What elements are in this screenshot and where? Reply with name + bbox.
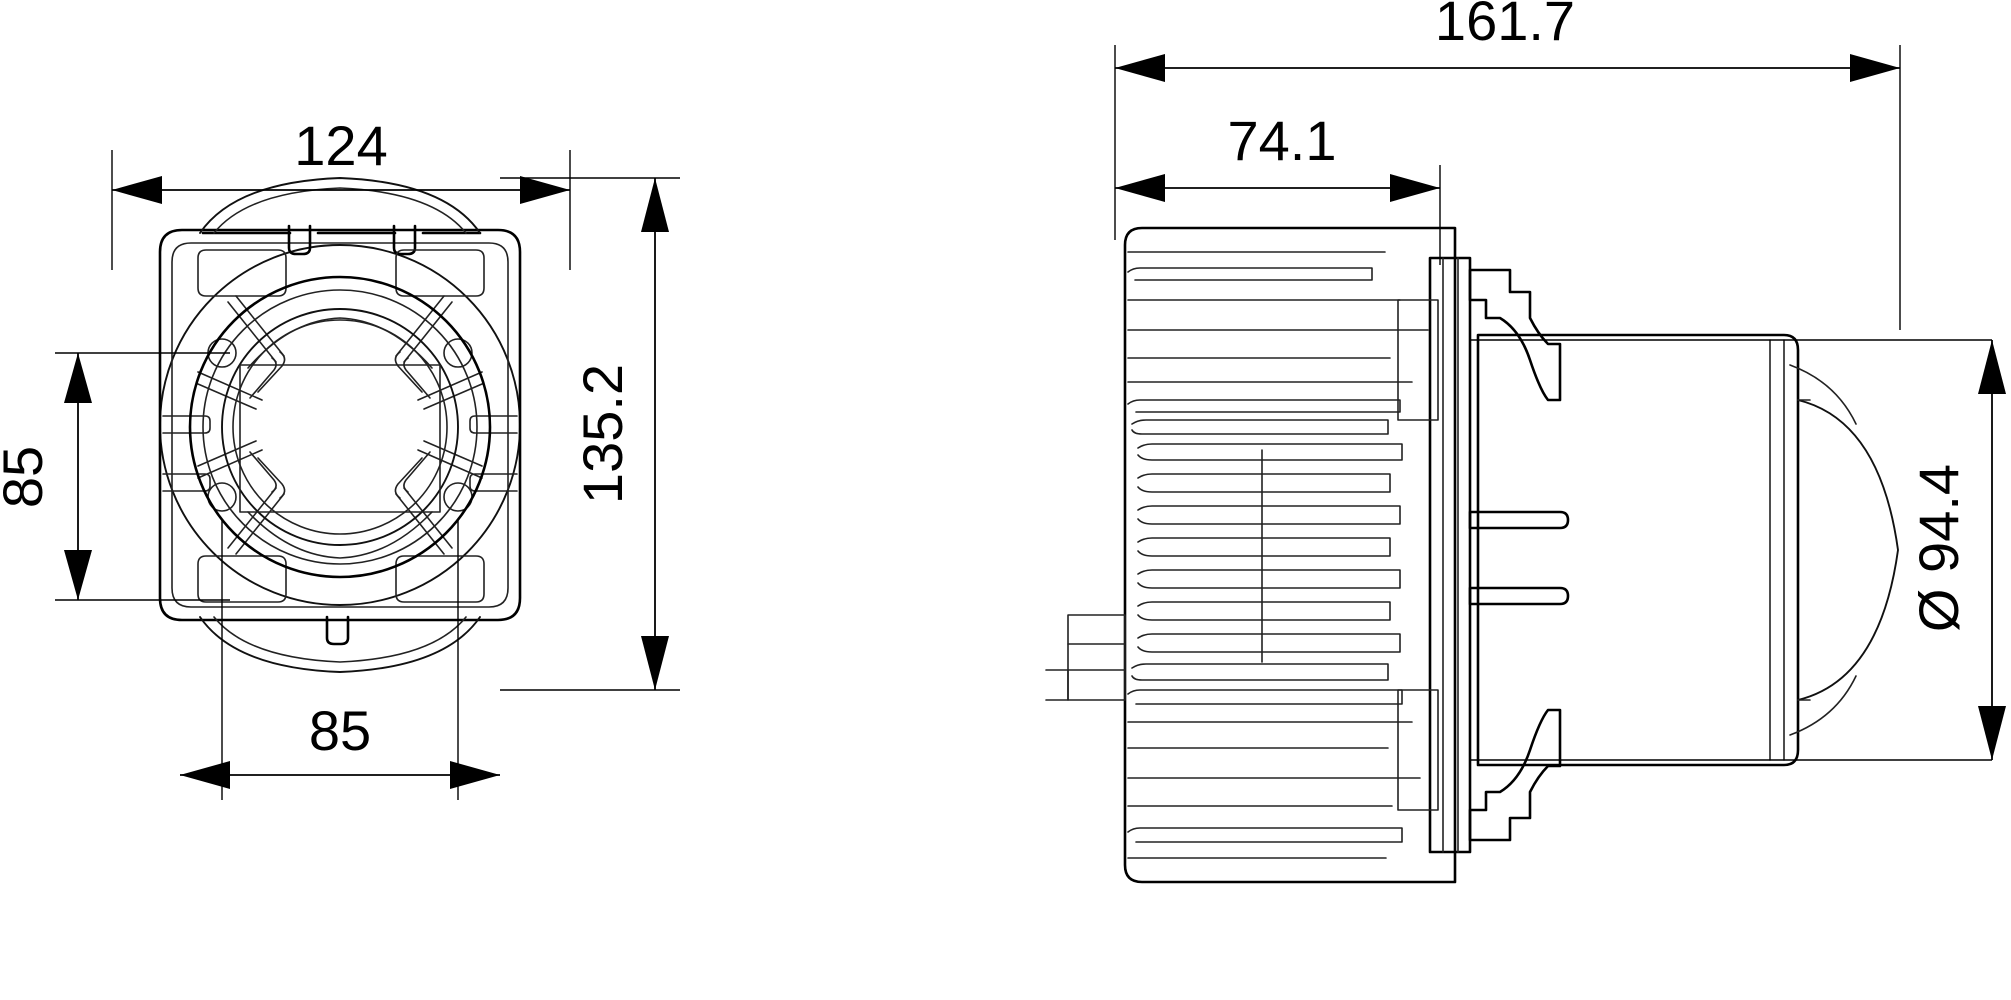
fin-15: [1137, 633, 1401, 653]
bottom-locating-tab: [325, 615, 350, 646]
aperture-bottom-arc: [247, 511, 433, 559]
rear-connector-nub: [1045, 669, 1069, 701]
lens-ring-middle-inner: [232, 319, 448, 535]
retaining-tab-lower: [1468, 586, 1570, 606]
rib-bl-a4: [249, 451, 277, 493]
fin-09: [1137, 443, 1403, 461]
mounting-flange-plate: [1428, 256, 1472, 854]
cooling-fins-group: [1127, 251, 1429, 859]
clip-serration-upper: [1468, 268, 1562, 402]
fin-02: [1127, 267, 1373, 281]
rib-bl-b1: [197, 449, 263, 479]
screw-hole-top-right: [443, 338, 473, 368]
rib-tr-a2: [403, 301, 453, 363]
rib-tr-a1: [395, 295, 445, 357]
rib-br-a4: [403, 451, 431, 493]
arrow-161-left: [1115, 54, 1165, 82]
fin-10: [1137, 473, 1391, 493]
flange-pad-lower: [1397, 689, 1439, 811]
fin-17: [1127, 689, 1403, 705]
arrow-85v-bottom: [64, 550, 92, 600]
fin-14: [1137, 601, 1391, 621]
fin-08: [1131, 419, 1389, 435]
rib-tr-b2: [423, 383, 483, 410]
rib-tl-a3: [257, 351, 286, 393]
arrow-74-right: [1390, 174, 1440, 202]
vent-slot-right-upper: [469, 415, 518, 434]
top-locating-tab-left: [287, 224, 312, 256]
dim-label-diameter-94-4: Ø 94.4: [1907, 464, 1970, 632]
arrow-135-bottom: [641, 636, 669, 690]
dim-label-124: 124: [294, 114, 387, 177]
lens-ring-middle: [221, 308, 459, 546]
arrow-dia-top: [1978, 340, 2006, 394]
rib-br-a3: [394, 457, 423, 499]
fin-11: [1137, 505, 1401, 525]
lens-ring-outer-inner: [202, 289, 478, 565]
clip-serration-lower: [1468, 708, 1562, 842]
lens-dome-profile: [1797, 399, 1899, 701]
rib-br-a2: [403, 487, 453, 549]
housing-outer-outline: [158, 228, 522, 622]
rib-bl-a2: [227, 487, 277, 549]
lens-barrel-body: [1476, 333, 1800, 767]
shroud-arc-top: [199, 177, 481, 234]
rib-bl-a3: [257, 457, 286, 499]
bezel-pocket-bottom-right: [395, 555, 485, 603]
dim-label-85-horizontal: 85: [309, 699, 371, 762]
dim-label-85-vertical: 85: [0, 446, 54, 508]
fin-22: [1127, 827, 1403, 843]
fin-12: [1137, 537, 1391, 557]
rib-br-b1: [417, 449, 483, 479]
dim-label-74-1: 74.1: [1228, 109, 1337, 172]
lens-ring-outer: [188, 275, 492, 579]
rib-tl-b2: [197, 383, 257, 410]
rib-tl-a2: [227, 301, 277, 363]
dim-label-135-2: 135.2: [571, 364, 634, 504]
arrow-135-top: [641, 178, 669, 232]
bezel-pocket-bottom-left: [197, 555, 287, 603]
fin-16: [1131, 663, 1389, 681]
bezel-pocket-top-right: [395, 249, 485, 297]
shroud-arc-top-inner: [213, 187, 467, 234]
arrow-85v-top: [64, 353, 92, 403]
vent-slot-left-upper: [162, 415, 211, 434]
aperture-top-arc: [247, 317, 433, 369]
shroud-arc-bottom: [199, 616, 481, 673]
front-view-group: 124 85 135.2 85: [0, 114, 680, 800]
lens-dome-chamfer-top: [1789, 364, 1857, 425]
side-view-group: 161.7 74.1 Ø 94.4: [1045, 0, 2006, 884]
flange-pad-upper: [1397, 299, 1439, 421]
fin-07: [1127, 399, 1401, 413]
arrow-124-left: [112, 176, 162, 204]
arrow-dia-bottom: [1978, 706, 2006, 760]
retaining-tab-upper: [1468, 510, 1570, 530]
heatsink-body-outline: [1123, 226, 1457, 884]
arrow-124-right: [520, 176, 570, 204]
arrow-74-left: [1115, 174, 1165, 202]
dim-label-161-7: 161.7: [1435, 0, 1575, 52]
vent-slot-left-lower: [162, 473, 211, 492]
shroud-arc-bottom-inner: [213, 616, 467, 663]
rib-tl-a1: [235, 295, 285, 357]
vent-slot-right-lower: [469, 473, 518, 492]
arrow-85h-left: [180, 761, 230, 789]
arrow-85h-right: [450, 761, 500, 789]
rib-tr-a3: [394, 351, 423, 393]
projector-aperture: [239, 364, 441, 513]
fin-13: [1137, 569, 1401, 589]
bezel-pocket-top-left: [197, 249, 287, 297]
lens-dome-chamfer-bottom: [1789, 675, 1857, 736]
housing-inner-outline: [171, 242, 509, 608]
arrow-161-right: [1850, 54, 1900, 82]
